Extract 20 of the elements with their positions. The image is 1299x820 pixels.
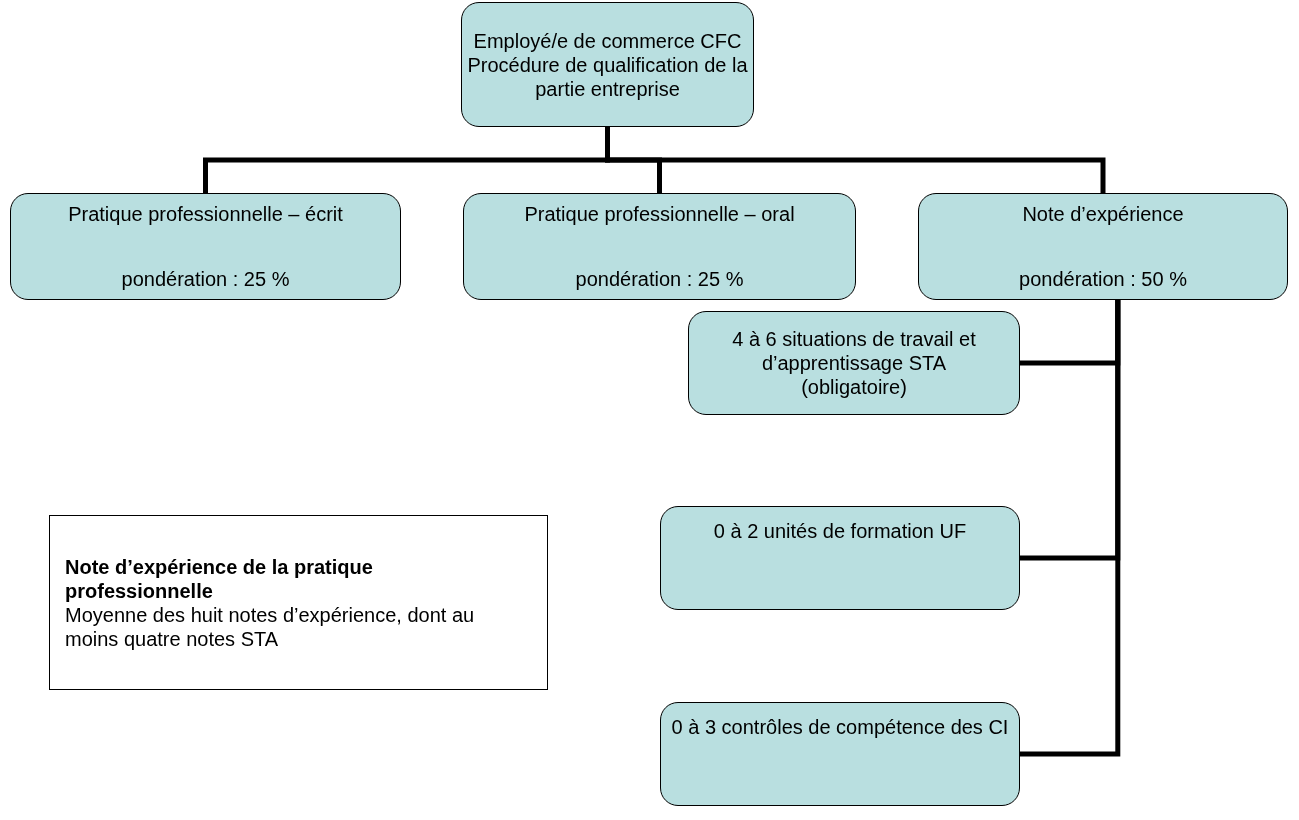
note-heading: Note d’expérience de la pratique professionnelle — [65, 554, 374, 603]
box-label: Employé/e de commerce CFC Procédure de qualification de la partie entreprise — [467, 28, 748, 101]
process-box — [660, 702, 1020, 806]
box-label: 0 à 3 contrôles de compétence des CI — [671, 715, 1009, 739]
process-box — [461, 2, 754, 127]
box-label: 4 à 6 situations de travail et d’apprentissage STA (obligatoire) — [731, 327, 977, 399]
weight-label: pondération : 25 % — [575, 267, 744, 291]
box-label: Note d’expérience — [1022, 202, 1184, 226]
process-box — [10, 193, 401, 300]
process-box — [918, 193, 1288, 300]
weight-label: pondération : 50 % — [1019, 267, 1187, 291]
box-label: Pratique professionnelle – écrit — [68, 202, 343, 226]
weight-label: pondération : 25 % — [121, 267, 290, 291]
process-box — [660, 506, 1020, 610]
process-box — [688, 311, 1020, 415]
note-box — [49, 515, 548, 690]
note-text: Moyenne des huit notes d’expérience, dont au moins quatre notes STA — [65, 602, 476, 651]
box-label: Pratique professionnelle – oral — [524, 202, 795, 226]
process-box — [463, 193, 856, 300]
box-label: 0 à 2 unités de formation UF — [713, 519, 967, 543]
